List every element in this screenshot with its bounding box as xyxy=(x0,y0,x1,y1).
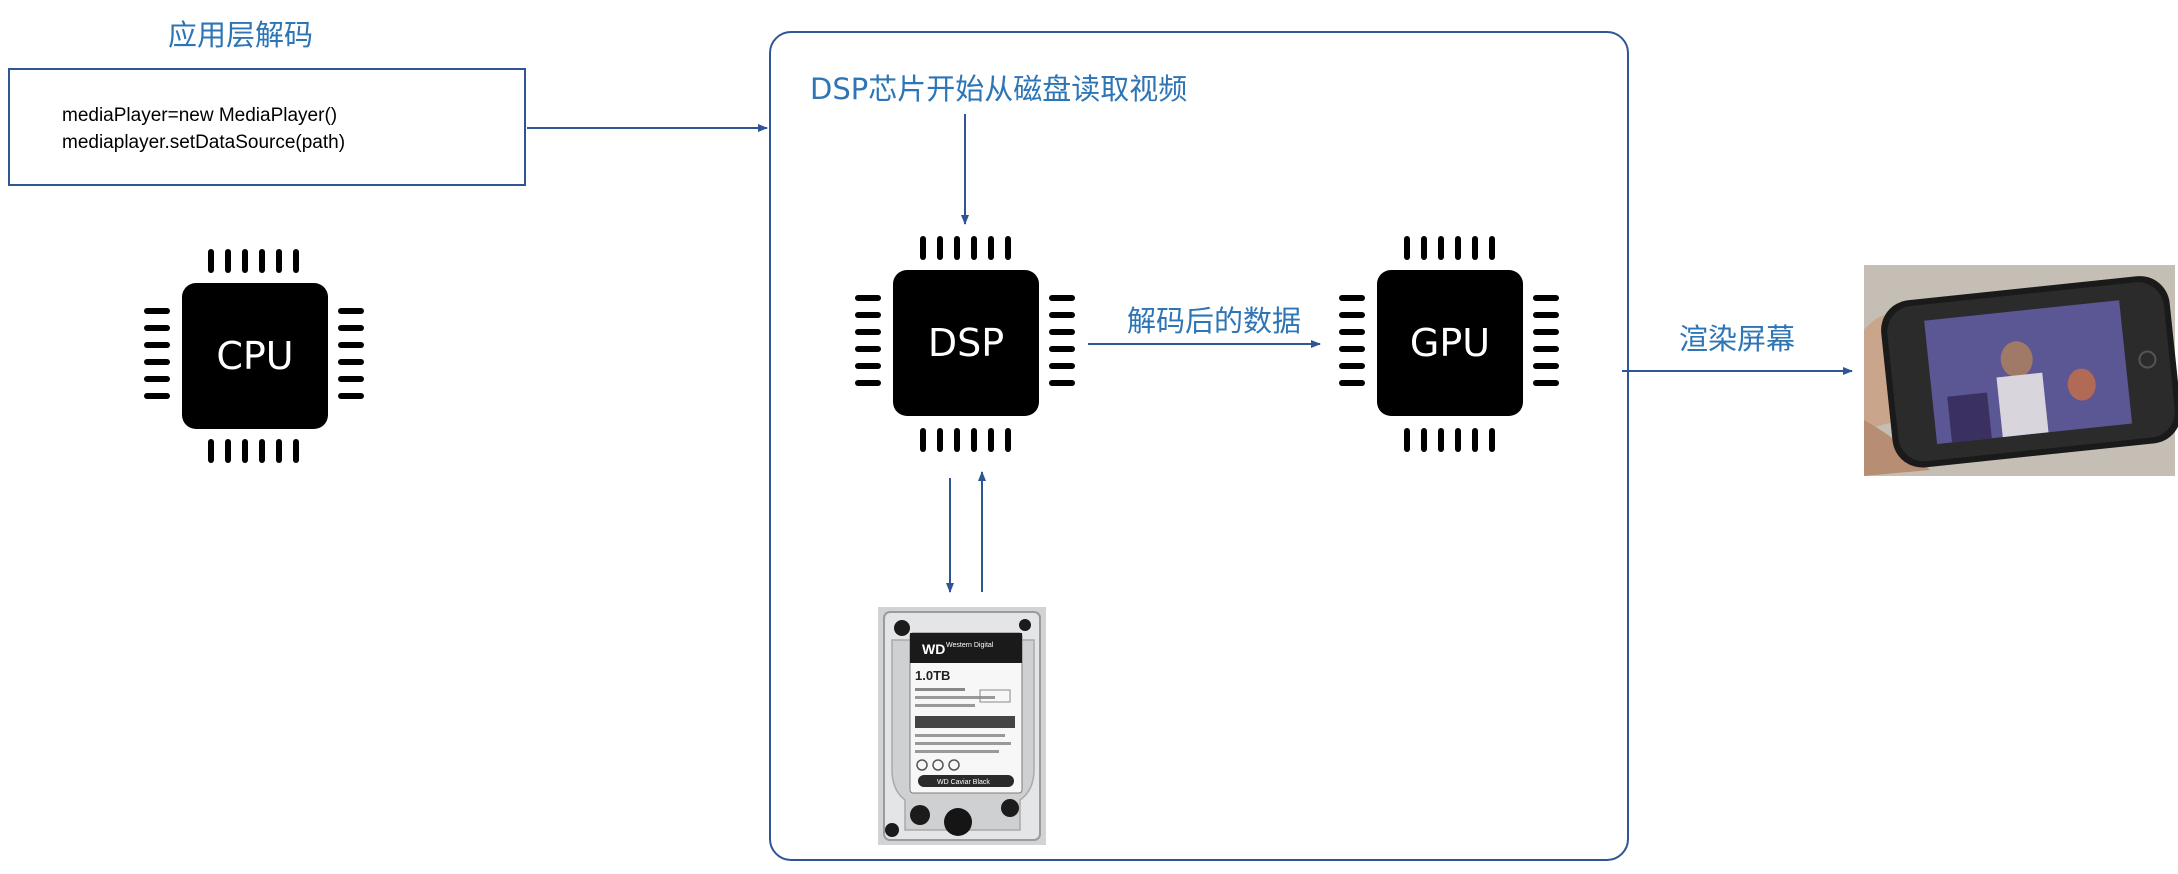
hard-drive-image: WD Western Digital 1.0TB WD Caviar Black xyxy=(878,607,1046,845)
dsp-read-label: DSP芯片开始从磁盘读取视频 xyxy=(810,72,1188,106)
phone-image xyxy=(1864,265,2178,476)
code-line-1: mediaPlayer=new MediaPlayer() xyxy=(62,105,338,126)
render-screen-label: 渲染屏幕 xyxy=(1679,322,1796,356)
svg-text:WD Caviar Black: WD Caviar Black xyxy=(937,779,990,786)
app-layer-title: 应用层解码 xyxy=(168,18,314,52)
svg-text:Western Digital: Western Digital xyxy=(946,642,994,649)
gpu-label: GPU xyxy=(1409,321,1491,365)
code-box: mediaPlayer=new MediaPlayer() mediaplaye… xyxy=(8,68,526,186)
dsp-label: DSP xyxy=(927,321,1005,365)
svg-text:WD: WD xyxy=(922,641,945,657)
decode-container xyxy=(769,31,1629,861)
code-line-2: mediaplayer.setDataSource(path) xyxy=(62,132,346,153)
svg-text:1.0TB: 1.0TB xyxy=(915,668,950,683)
cpu-label: CPU xyxy=(216,334,294,378)
gpu-chip-icon xyxy=(1339,236,1559,452)
dsp-chip-icon xyxy=(855,236,1075,452)
decoded-data-label: 解码后的数据 xyxy=(1127,304,1302,338)
cpu-chip-icon xyxy=(144,249,364,463)
